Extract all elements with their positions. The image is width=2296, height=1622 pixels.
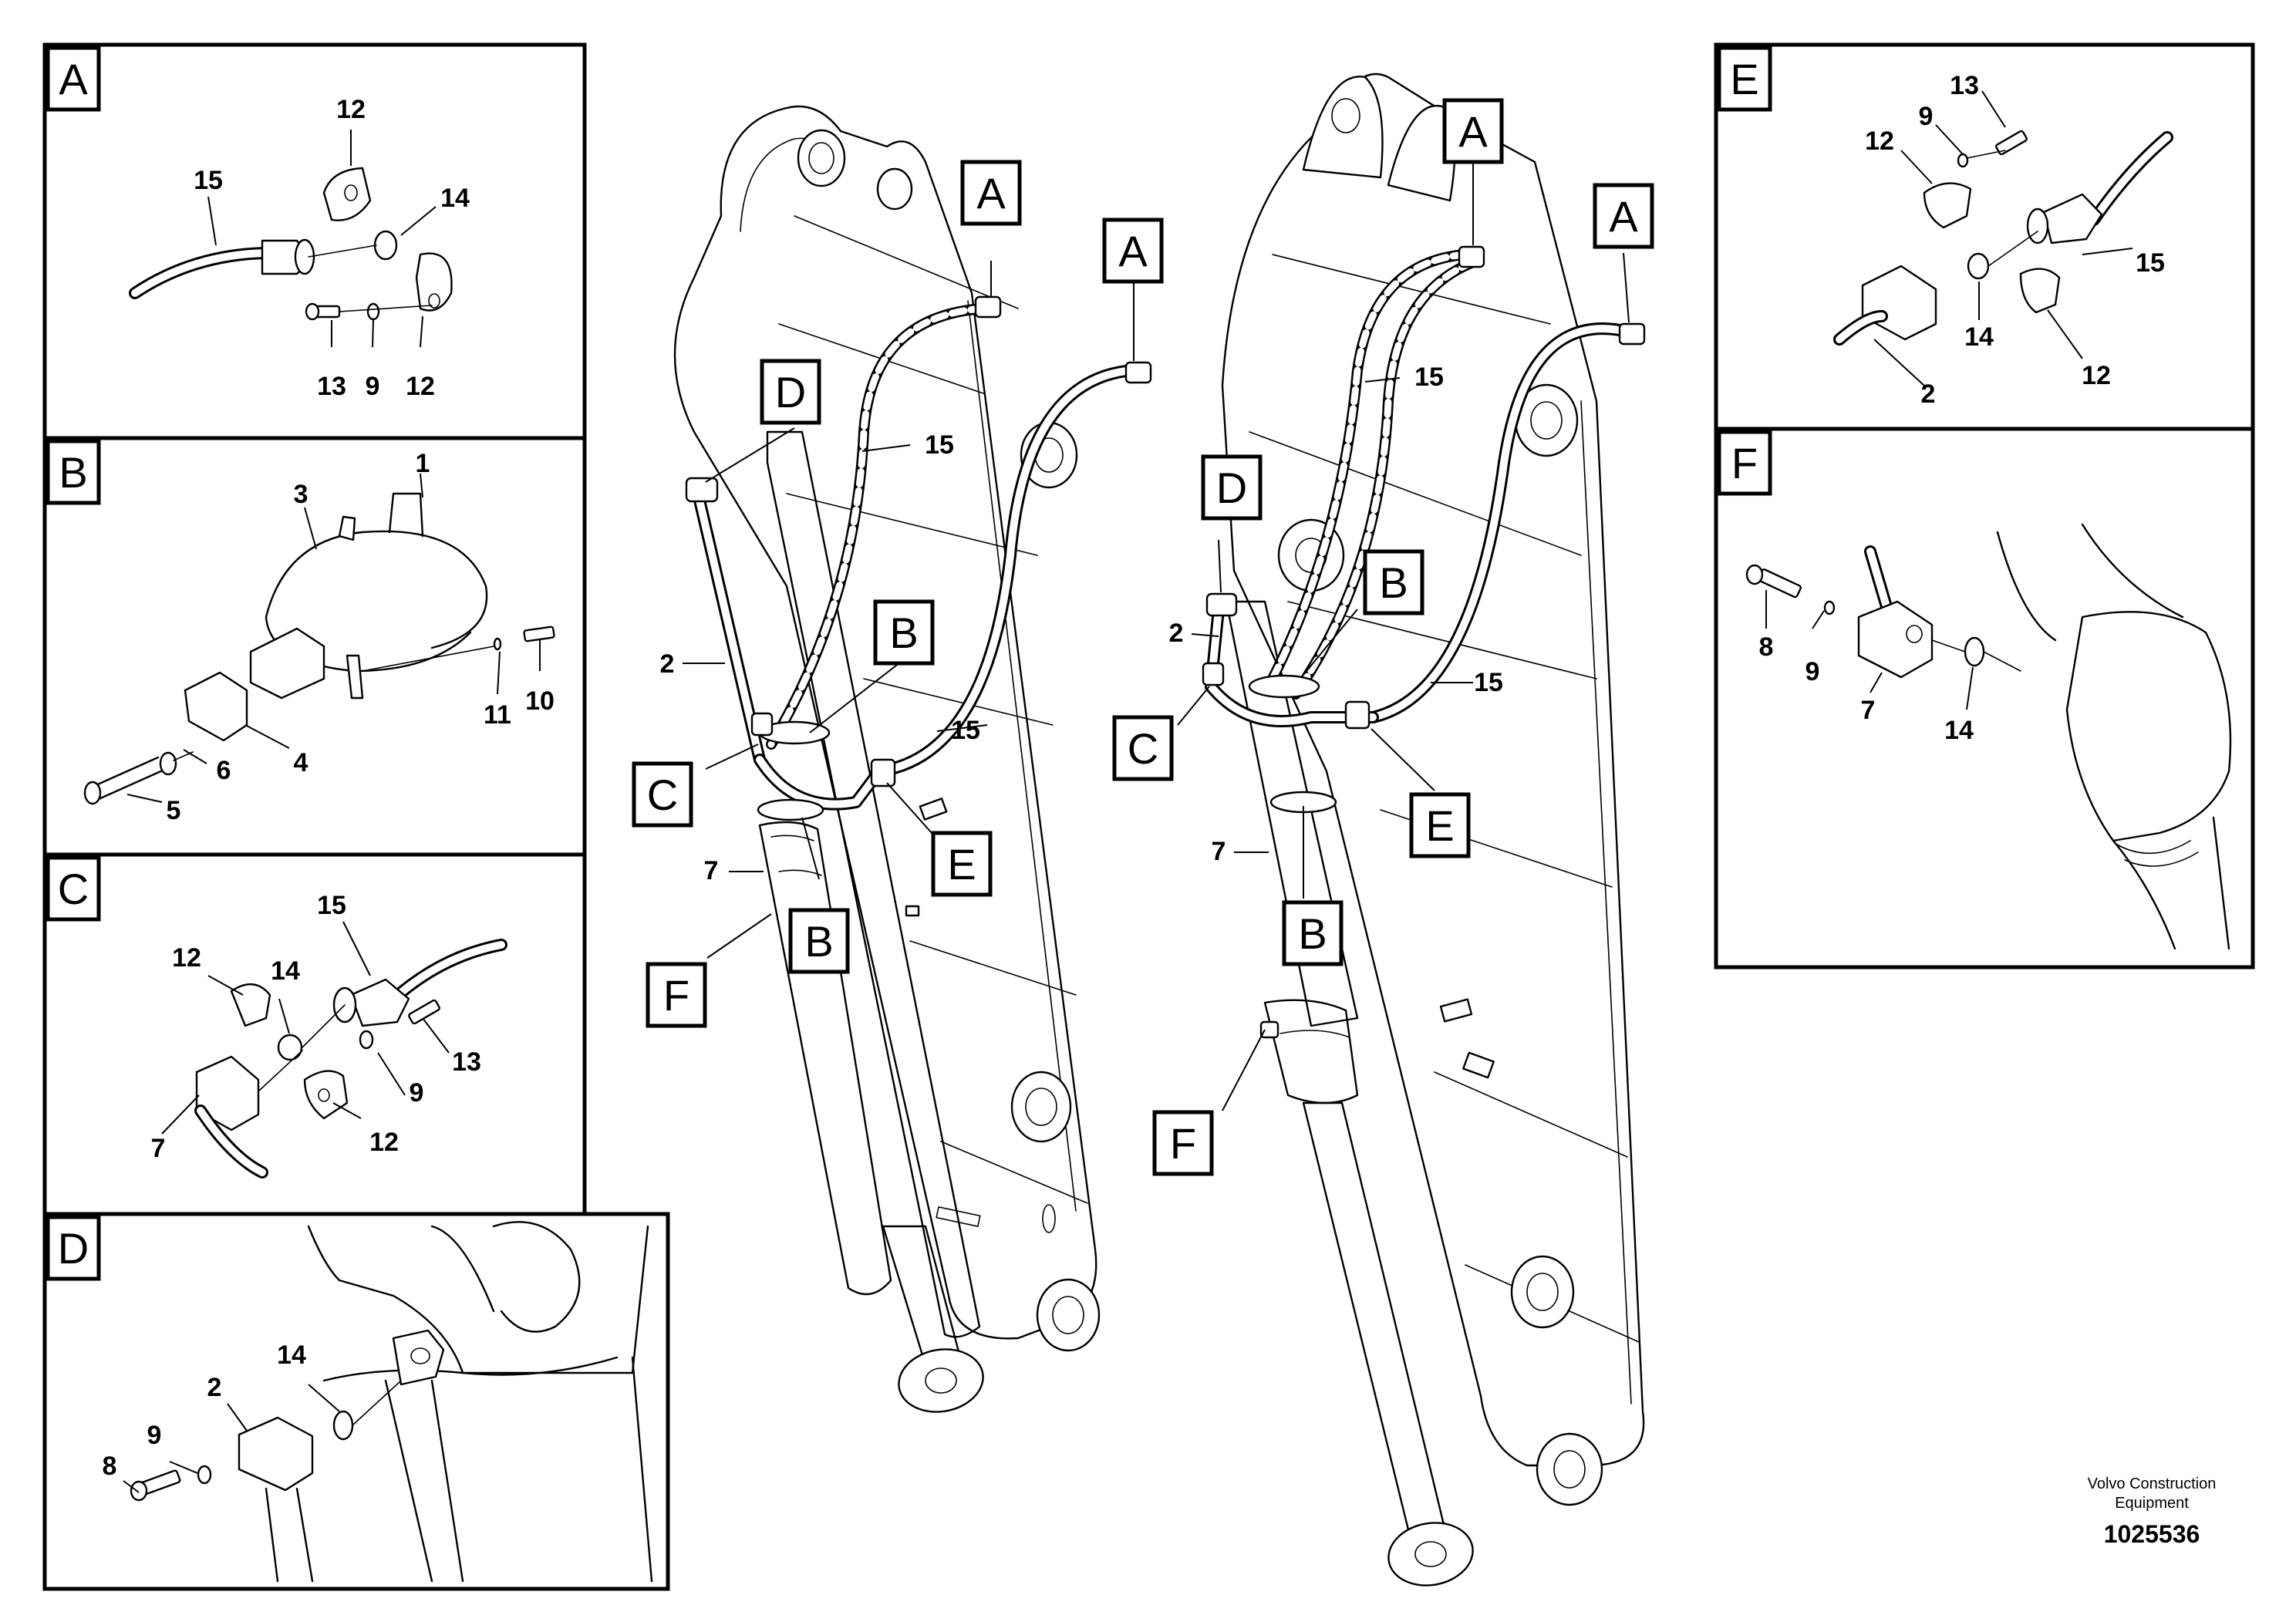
main-left-callouts: 15 2 15 7 bbox=[660, 430, 980, 885]
callout: 8 bbox=[1759, 632, 1774, 662]
panel-d-artwork bbox=[130, 1221, 653, 1583]
drawing-reference-number: 1025536 bbox=[2104, 1520, 2200, 1548]
callout: 12 bbox=[406, 372, 435, 401]
panel-d-callouts: 14 2 9 8 bbox=[103, 1340, 306, 1481]
callout: 9 bbox=[1805, 657, 1820, 686]
svg-text:E: E bbox=[1730, 55, 1758, 103]
svg-text:A: A bbox=[59, 55, 88, 103]
callout: 15 bbox=[317, 891, 346, 920]
panel-f-callouts: 8 9 7 14 bbox=[1759, 632, 1974, 745]
callout: 12 bbox=[2082, 361, 2111, 390]
tag-a-hose: A bbox=[1609, 192, 1638, 241]
callout: 15 bbox=[925, 430, 954, 460]
callout: 15 bbox=[1414, 363, 1444, 392]
callout: 13 bbox=[1950, 71, 1979, 100]
callout: 12 bbox=[369, 1128, 399, 1157]
callout: 15 bbox=[1474, 668, 1503, 697]
panel-e-callouts: 13 9 12 15 14 12 2 bbox=[1865, 71, 2165, 409]
svg-text:C: C bbox=[58, 865, 89, 913]
tag-d: D bbox=[775, 368, 806, 416]
callout: 9 bbox=[410, 1078, 424, 1108]
callout: 6 bbox=[217, 756, 231, 785]
panel-e-artwork bbox=[1833, 130, 2173, 346]
callout: 7 bbox=[1861, 696, 1876, 725]
svg-text:D: D bbox=[58, 1224, 89, 1273]
panel-label-b: B bbox=[46, 439, 101, 505]
panel-label-a: A bbox=[46, 46, 101, 112]
tag-e: E bbox=[1425, 801, 1454, 850]
tag-d: D bbox=[1216, 464, 1247, 512]
panel-label-e: E bbox=[1717, 46, 1772, 112]
callout: 7 bbox=[151, 1134, 166, 1163]
callout: 14 bbox=[277, 1340, 306, 1370]
callout: 14 bbox=[440, 184, 470, 213]
callout: 3 bbox=[294, 480, 308, 509]
brand-line-2: Equipment bbox=[2115, 1495, 2189, 1512]
svg-text:F: F bbox=[1731, 439, 1758, 487]
callout: 7 bbox=[704, 856, 719, 885]
boom-assembly-right bbox=[1202, 73, 1646, 1587]
panel-a-callouts: 12 15 14 13 9 12 bbox=[194, 95, 470, 401]
callout: 7 bbox=[1212, 837, 1226, 866]
tag-b-upper: B bbox=[889, 609, 918, 657]
callout: 2 bbox=[1169, 619, 1184, 648]
callout: 12 bbox=[172, 943, 201, 973]
callout: 4 bbox=[294, 748, 308, 777]
callout: 14 bbox=[1964, 322, 1994, 352]
tag-a-upper: A bbox=[976, 169, 1006, 218]
detail-panel-f bbox=[1714, 427, 2255, 969]
callout: 2 bbox=[1921, 379, 1936, 409]
callout: 9 bbox=[1919, 102, 1934, 131]
callout: 11 bbox=[484, 700, 511, 730]
callout: 9 bbox=[147, 1421, 162, 1450]
tag-b-upper: B bbox=[1379, 558, 1408, 607]
panel-a-artwork bbox=[129, 167, 453, 321]
detail-panel-a bbox=[42, 42, 587, 440]
panel-b-callouts: 3 1 11 10 6 4 5 bbox=[167, 449, 555, 825]
tag-c: C bbox=[647, 771, 678, 819]
tag-a-hose: A bbox=[1118, 227, 1148, 275]
callout: 8 bbox=[103, 1452, 117, 1481]
tag-b-lower: B bbox=[804, 917, 833, 966]
tag-f: F bbox=[1170, 1119, 1196, 1168]
callout: 12 bbox=[1865, 126, 1894, 156]
tag-b-lower: B bbox=[1298, 909, 1327, 958]
main-right-tags: A A D B C E B F bbox=[1112, 98, 1654, 1176]
brand-line-1: Volvo Construction bbox=[2088, 1475, 2217, 1492]
panel-label-f: F bbox=[1717, 430, 1772, 496]
callout: 10 bbox=[525, 686, 555, 716]
main-right-callouts: 15 2 15 7 bbox=[1169, 363, 1503, 866]
boom-assembly-left bbox=[673, 105, 1152, 1413]
footer-reference: Volvo Construction Equipment 1025536 bbox=[2088, 1475, 2217, 1548]
panel-label-c: C bbox=[46, 855, 101, 922]
callout: 14 bbox=[1944, 716, 1974, 745]
callout: 12 bbox=[336, 95, 366, 124]
svg-text:B: B bbox=[59, 448, 87, 497]
leader-lines bbox=[123, 90, 2133, 1493]
callout: 15 bbox=[2136, 248, 2165, 278]
tag-e: E bbox=[947, 840, 976, 889]
callout: 14 bbox=[271, 956, 300, 986]
callout: 13 bbox=[452, 1047, 481, 1077]
callout: 2 bbox=[660, 649, 675, 679]
callout: 5 bbox=[167, 796, 181, 825]
panel-f-artwork bbox=[1745, 523, 2232, 950]
callout: 15 bbox=[194, 166, 223, 195]
panel-c-artwork bbox=[194, 939, 507, 1179]
main-left-tags: A A D B C E B F bbox=[632, 160, 1164, 1028]
tag-a-upper: A bbox=[1458, 107, 1488, 156]
callout: 13 bbox=[317, 372, 346, 401]
panel-c-callouts: 15 12 14 13 9 12 7 bbox=[151, 891, 481, 1163]
panel-label-d: D bbox=[46, 1215, 101, 1281]
tag-f: F bbox=[663, 971, 689, 1020]
callout: 1 bbox=[416, 449, 430, 478]
detail-panel-d bbox=[42, 1212, 670, 1591]
panel-b-artwork bbox=[83, 492, 555, 805]
callout: 9 bbox=[366, 372, 380, 401]
detail-panel-e bbox=[1714, 42, 2255, 431]
callout: 2 bbox=[207, 1373, 222, 1402]
tag-c: C bbox=[1128, 724, 1158, 773]
callout: 15 bbox=[951, 716, 980, 745]
